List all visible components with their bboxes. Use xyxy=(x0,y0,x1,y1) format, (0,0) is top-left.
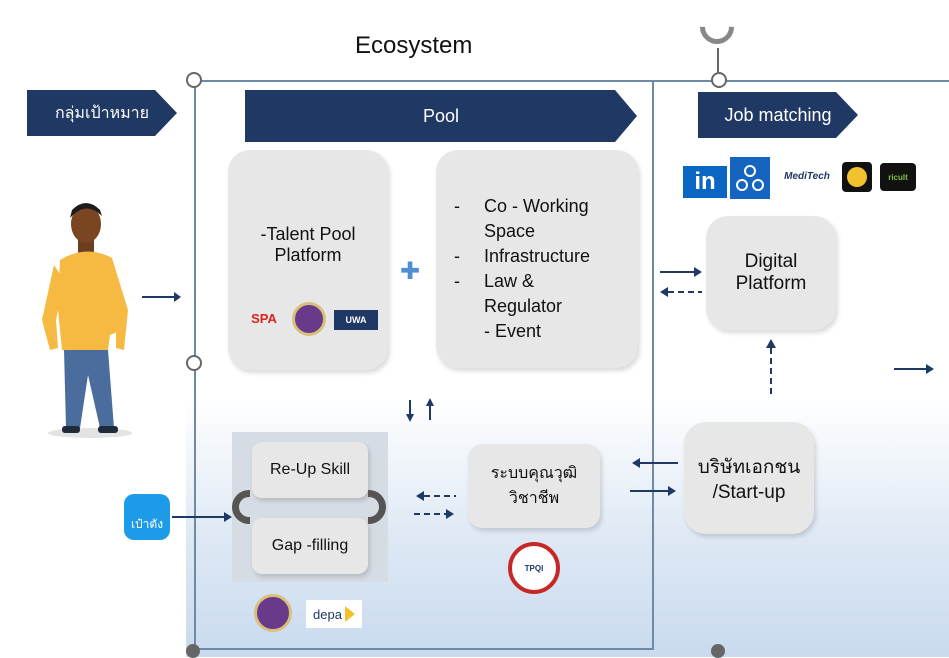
job-frame-top xyxy=(652,80,949,82)
pool-banner: Pool xyxy=(245,90,637,142)
vertical-exchange-arrows xyxy=(406,398,434,422)
service-item: Regulator xyxy=(484,296,563,316)
meditech-logo: MediTech xyxy=(784,170,830,182)
triangle-app-logo xyxy=(730,157,770,199)
private-company-card: บริษัทเอกชน /Start-up xyxy=(684,422,814,534)
outflow-arrow xyxy=(894,364,934,374)
target-app-icon: เป๋าตัง xyxy=(124,494,170,540)
talent-pool-card: -Talent Pool Platform xyxy=(228,150,388,370)
digital-platform-line2: Platform xyxy=(735,273,807,294)
service-item: -Infrastructure xyxy=(454,246,591,266)
linkedin-logo: in xyxy=(683,166,727,198)
prof-qual-line2: วิชาชีพ xyxy=(508,490,560,507)
handle-top-mid[interactable] xyxy=(711,72,727,88)
rotate-stem xyxy=(717,48,719,72)
service-item: -Co - Working xyxy=(454,196,589,216)
spa-logo: SPA xyxy=(251,310,277,326)
professional-qualification-card: ระบบคุณวุฒิ วิชาชีพ xyxy=(468,444,600,528)
company-to-platform-arrow xyxy=(766,339,776,394)
person-illustration xyxy=(42,203,132,438)
university-seal-logo xyxy=(292,302,326,336)
target-group-banner: กลุ่มเป้าหมาย xyxy=(27,90,177,136)
gold-circle-logo xyxy=(842,162,872,192)
handle-top-left[interactable] xyxy=(186,72,202,88)
skill-qual-arrows xyxy=(414,491,456,519)
university-seal-logo-bottom xyxy=(254,594,292,632)
service-item: -Law & xyxy=(454,271,535,291)
talent-pool-line1: -Talent Pool xyxy=(260,224,356,244)
rotate-handle-icon[interactable] xyxy=(692,2,742,52)
plus-icon: ✚ xyxy=(400,258,421,285)
service-item: - Event xyxy=(484,321,542,341)
person-arrow xyxy=(142,292,181,302)
services-card: -Co - Working Space -Infrastructure -Law… xyxy=(436,150,638,368)
handle-bottom-left[interactable] xyxy=(186,644,200,658)
tpqi-logo: TPQI xyxy=(508,542,560,594)
private-company-line2: /Start-up xyxy=(712,482,786,503)
digital-platform-card: Digital Platform xyxy=(706,216,836,330)
left-bracket-icon xyxy=(232,490,250,524)
reskill-card: Re-Up Skill xyxy=(252,442,368,498)
qual-company-arrows xyxy=(630,458,678,496)
digital-platform-line1: Digital xyxy=(744,251,798,272)
app-to-skill-arrow xyxy=(172,512,232,522)
diagram-title: Ecosystem xyxy=(355,32,473,59)
handle-bottom-mid[interactable] xyxy=(711,644,725,658)
job-matching-banner: Job matching xyxy=(698,92,858,138)
talent-pool-line2: Platform xyxy=(274,245,342,265)
digital-platform-arrows xyxy=(660,267,702,297)
handle-mid-left[interactable] xyxy=(186,355,202,371)
depa-logo: depa xyxy=(306,600,362,628)
target-app-label: เป๋าตัง xyxy=(130,517,164,531)
service-item: Space xyxy=(484,221,536,241)
gap-filling-card: Gap -filling xyxy=(252,518,368,574)
ricult-logo: ricult xyxy=(880,163,916,191)
uwa-logo: UWA xyxy=(334,310,378,330)
services-list: -Co - Working Space -Infrastructure -Law… xyxy=(454,194,590,344)
right-bracket-icon xyxy=(368,490,386,524)
prof-qual-line1: ระบบคุณวุฒิ xyxy=(490,465,578,482)
private-company-line1: บริษัทเอกชน xyxy=(697,457,801,478)
